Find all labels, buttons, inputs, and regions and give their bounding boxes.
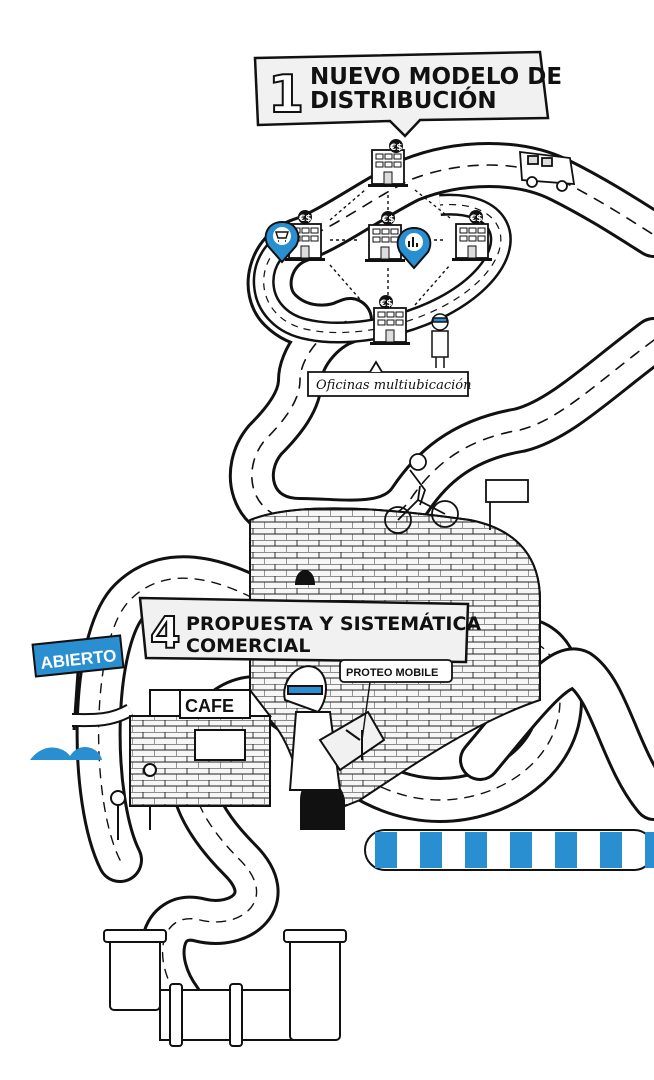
office-building-right	[451, 223, 493, 262]
euro-dollar-icon: €$	[469, 214, 483, 224]
office-network: €$ €$ €$ €$ €$	[264, 139, 493, 397]
cafe-sign-text: CAFE	[185, 696, 234, 716]
sign-title-line-1: NUEVO MODELO DE	[310, 64, 562, 90]
cart-icon	[264, 220, 300, 264]
office-building-bottom	[369, 307, 411, 346]
cyclist	[384, 453, 459, 534]
sign-number-1: 1	[268, 65, 304, 125]
sign-title-line-2: DISTRIBUCIÓN	[310, 86, 497, 114]
oficinas-text: Oficinas multiubicación	[316, 378, 471, 393]
abierto-sign: ABIERTO	[30, 634, 134, 760]
sign-title-line-1: PROPUESTA Y SISTEMÁTICA	[186, 612, 481, 635]
euro-dollar-icon: €$	[389, 143, 403, 153]
businessman-small	[431, 313, 449, 368]
sign-title-line-2: COMERCIAL	[186, 635, 310, 657]
euro-dollar-icon: €$	[379, 299, 393, 309]
sign-propuesta: 4 PROPUESTA Y SISTEMÁTICA COMERCIAL	[138, 596, 481, 664]
delivery-van	[519, 150, 576, 192]
lamp-post	[110, 790, 126, 840]
office-building-top	[367, 149, 409, 188]
euro-dollar-icon: €$	[381, 215, 395, 225]
proteo-mobile-text: PROTEO MOBILE	[346, 667, 438, 679]
signpost	[485, 479, 529, 530]
pipe	[103, 929, 347, 1047]
euro-dollar-icon: €$	[298, 214, 312, 224]
cafe-building: CAFE	[129, 689, 273, 830]
winding-road	[75, 142, 654, 1023]
proteo-mobile-tag: PROTEO MOBILE	[339, 659, 453, 741]
businessman-with-tablet	[283, 665, 386, 791]
sign-number-4: 4	[150, 608, 181, 659]
sign-nuevo-modelo: 1 NUEVO MODELO DE DISTRIBUCIÓN	[253, 50, 562, 138]
chart-icon	[396, 226, 432, 270]
striped-tube	[364, 829, 654, 871]
oficinas-label: Oficinas multiubicación	[307, 360, 471, 397]
